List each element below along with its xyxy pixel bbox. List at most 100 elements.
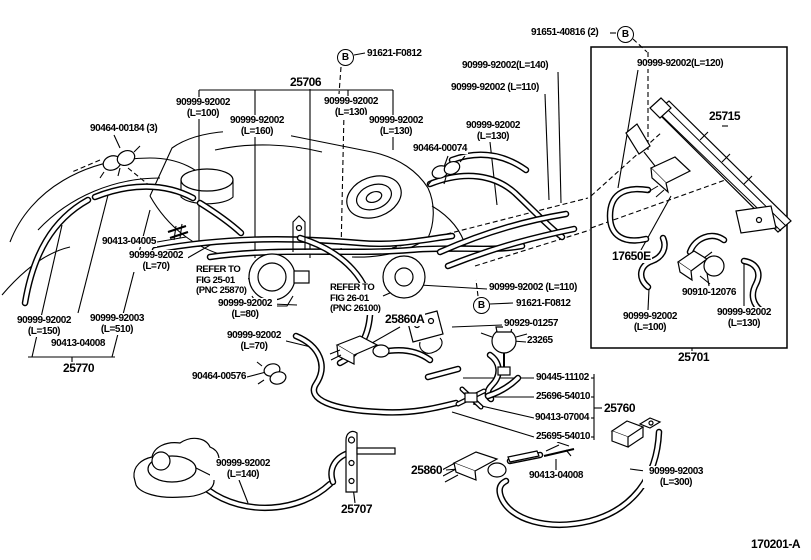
part-label-part-25760: 25760 — [603, 401, 637, 415]
vsv-25860a-part — [329, 335, 390, 365]
vacuum-hose — [208, 244, 524, 259]
part-label-part-25695-54010: 25695-54010 — [535, 431, 591, 442]
vacuum-hose — [486, 376, 520, 398]
dashed-projection-line — [474, 229, 591, 267]
leader-line — [544, 93, 550, 201]
part-label-drawing-number: 170201-A — [750, 537, 802, 551]
part-label-valve-90910-12076: 90910-12076 — [681, 287, 737, 298]
leader-line — [238, 479, 249, 504]
clip-90413-04005-part — [167, 223, 189, 241]
part-label-hose-l100-b: 90999-92002 (L=100) — [617, 311, 683, 333]
leader-line — [629, 468, 646, 472]
part-label-clamp-90464-00074: 90464-00074 — [412, 143, 468, 154]
part-label-hose-l160: 90999-92002 (L=160) — [223, 115, 291, 137]
egr-valve — [248, 215, 310, 307]
part-label-clamp-90464-00576: 90464-00576 — [191, 371, 247, 382]
callout-box-25701 — [590, 46, 788, 349]
leader-line — [246, 371, 267, 378]
leader-line — [706, 272, 710, 287]
dashed-projection-line — [338, 66, 342, 95]
leader-line — [647, 288, 650, 311]
engine-outline — [1, 46, 788, 349]
part-label-hose-l300: 90999-92003 (L=300) — [643, 466, 709, 488]
part-label-hose-l130-d: 90999-92002 (L=130) — [711, 307, 777, 329]
clamp-90464-00576-part — [256, 361, 287, 385]
part-label-hose-l80: 90999-92002 (L=80) — [213, 298, 277, 320]
part-label-hose-l140-top: 90999-92002(L=140) — [461, 60, 550, 71]
part-label-hose-l70-a: 90999-92002 (L=70) — [124, 250, 188, 272]
bracket-25715-part — [649, 97, 792, 234]
vacuum-hose — [198, 201, 243, 235]
vacuum-hose — [438, 212, 568, 254]
part-label-part-25706: 25706 — [289, 75, 323, 89]
vacuum-hose — [294, 334, 458, 415]
leader-line — [113, 134, 121, 149]
vacuum-hose — [426, 367, 460, 379]
clamp-25760-part — [610, 417, 662, 448]
part-label-part-25696-54010: 25696-54010 — [535, 391, 591, 402]
callout-b-top: B — [337, 49, 354, 66]
vacuum-hose — [608, 187, 650, 243]
part-label-hose-l120: 90999-92002(L=120) — [636, 58, 725, 69]
vacuum-hose — [206, 482, 332, 510]
dashed-projection-line — [127, 167, 151, 187]
part-label-hose-l130-b: 90999-92002 (L=130) — [362, 115, 430, 137]
vsv-17650e-part — [625, 123, 692, 198]
dashed-projection-line — [632, 38, 648, 53]
part-label-part-17650e: 17650E — [611, 249, 652, 263]
leader-line — [156, 236, 187, 243]
part-label-part-25860: 25860 — [410, 463, 444, 477]
part-label-hose-l110-top: 90999-92002 (L=110) — [450, 82, 540, 93]
vacuum-hose — [742, 259, 764, 313]
leader-line — [451, 324, 503, 328]
vacuum-hose — [23, 198, 90, 305]
four-way-joint — [455, 386, 487, 410]
part-label-part-25707: 25707 — [340, 502, 374, 516]
part-label-part-25770: 25770 — [62, 361, 96, 375]
part-label-hose-l130-c: 90999-92002 (L=130) — [459, 120, 527, 142]
part-label-clip-90413-04008-a: 90413-04008 — [50, 338, 106, 349]
part-label-part-90445-11102: 90445-11102 — [535, 372, 590, 383]
part-label-part-25701: 25701 — [677, 350, 711, 364]
part-label-bolt-91621-f0812-top: 91621-F0812 — [366, 48, 423, 59]
part-label-hose-l140-bottom: 90999-92002 (L=140) — [210, 458, 276, 480]
part-label-bolt-91651-40816: 91651-40816 (2) — [530, 27, 600, 38]
tube-and-clip-90413-04008 — [507, 441, 575, 463]
callout-b-mid: B — [473, 297, 490, 314]
leader-line — [489, 141, 498, 206]
callout-b-right: B — [617, 26, 634, 43]
bvsv-23265-part — [480, 326, 528, 376]
part-label-bracket-90929-01257: 90929-01257 — [503, 318, 559, 329]
vsv-90910-12076-part — [676, 250, 725, 285]
vacuum-hose — [446, 227, 576, 268]
vsv-25860-part — [441, 451, 507, 483]
clamp-90464-00074-part — [427, 155, 466, 186]
leader-line — [443, 155, 449, 168]
part-label-ref-fig-25-01: REFER TO FIG 25-01 (PNC 25870) — [195, 264, 248, 297]
part-label-part-90413-07004: 90413-07004 — [534, 412, 590, 423]
part-label-hose-l110-mid: 90999-92002 (L=110) — [488, 282, 578, 293]
dashed-projection-line — [475, 279, 479, 297]
leader-line — [371, 326, 401, 344]
distributor-part — [133, 437, 220, 498]
dashed-projection-line — [71, 159, 101, 173]
part-label-part-25860a: 25860A — [384, 312, 426, 326]
clamp-90464-00184-part — [99, 145, 141, 179]
part-label-part-23265: 23265 — [526, 335, 554, 346]
part-label-clamp-90464-00184: 90464-00184 (3) — [89, 123, 159, 134]
part-label-ref-fig-26-01: REFER TO FIG 26-01 (PNC 26100) — [329, 282, 382, 315]
components — [99, 97, 792, 498]
part-label-part-25715: 25715 — [708, 109, 742, 123]
dashed-projection-line — [340, 111, 345, 254]
part-label-hose-l70-b: 90999-92002 (L=70) — [222, 330, 286, 352]
vacuum-hose — [153, 234, 454, 252]
leader-line — [183, 243, 213, 261]
leader-lines — [28, 32, 745, 504]
vacuum-hose — [688, 234, 726, 254]
part-label-hose-l510: 90999-92003 (L=510) — [84, 313, 150, 335]
vacuum-hose — [428, 174, 564, 239]
part-label-hose-l150: 90999-92002 (L=150) — [12, 315, 76, 337]
part-label-clip-90413-04008-b: 90413-04008 — [528, 470, 584, 481]
dashed-projection-line — [590, 173, 743, 229]
